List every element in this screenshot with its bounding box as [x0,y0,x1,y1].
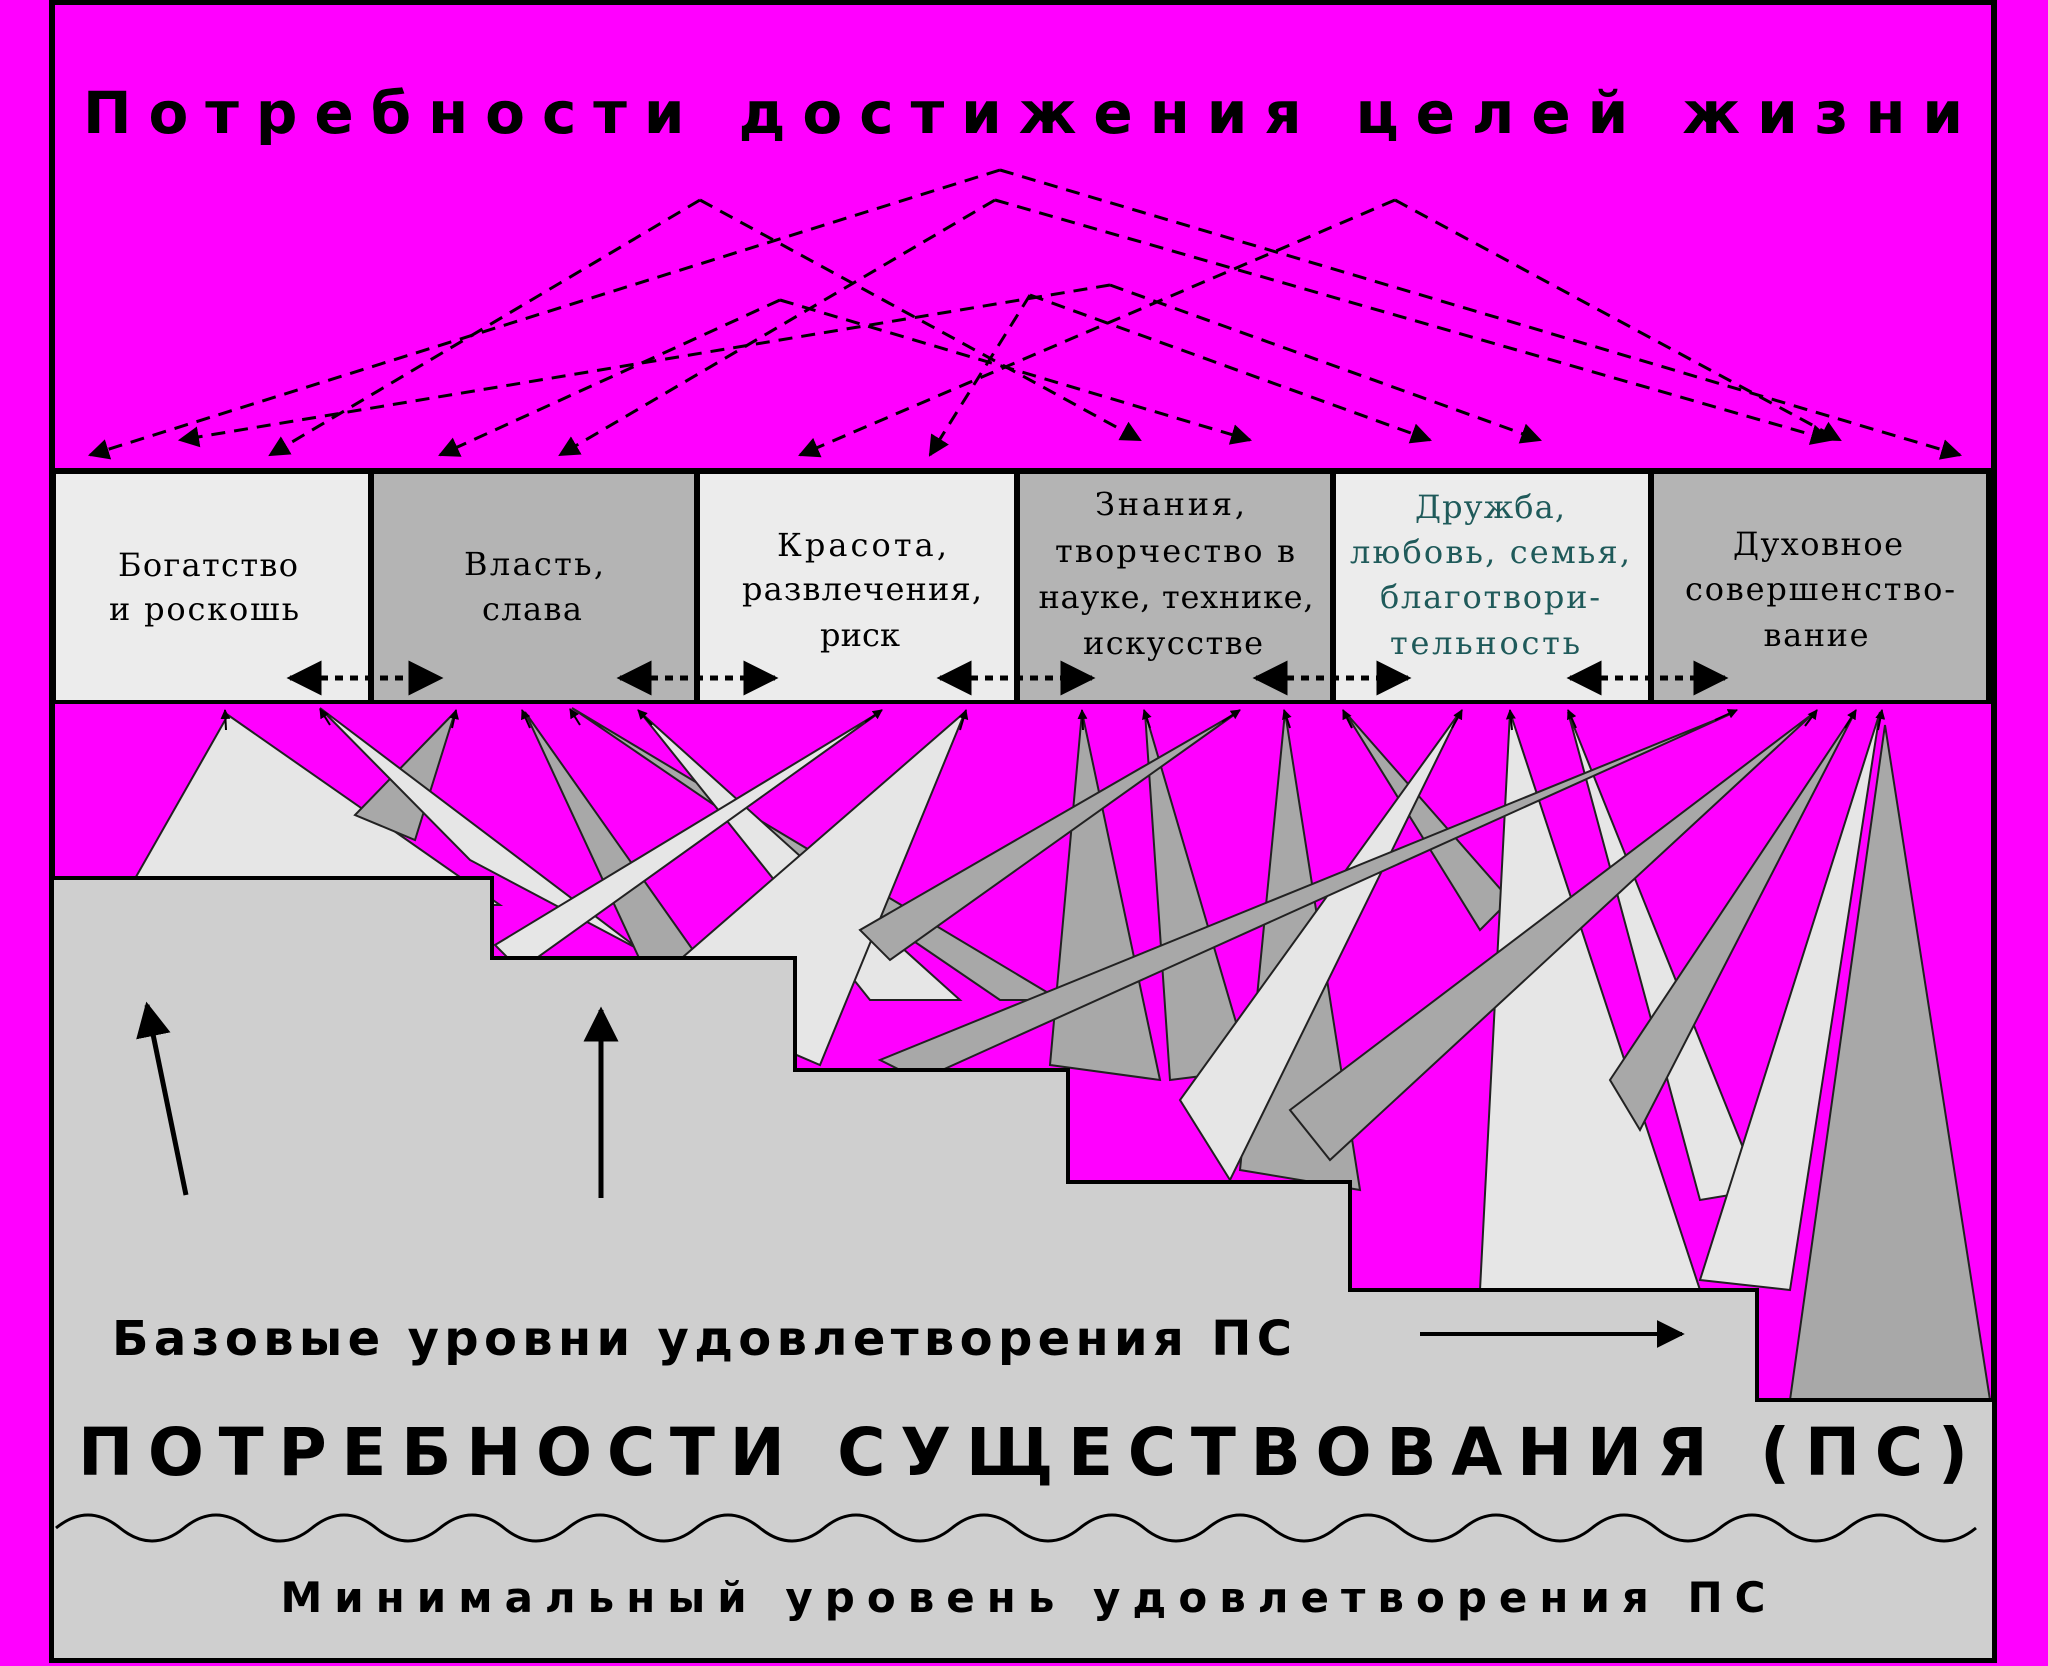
needle-tip-arrow [319,708,331,726]
dashed-arrow [1029,293,1432,444]
goal-label-line: Духовное [1733,525,1903,563]
goal-label-line: Красота, [777,526,947,564]
needle-tip-arrow [864,709,883,723]
goal-label-line: слава [482,590,582,628]
goal-label-line: риск [820,616,900,654]
goal-label-line: и роскошь [109,590,299,628]
needle-tip-arrow [1875,709,1886,731]
needle [1608,711,1856,1133]
goal-box-5-text: Дружба, любовь, семья, благотвори- тельн… [1350,488,1630,662]
dashed-arrow [268,198,701,457]
goal-label-line: развлечения, [742,570,982,608]
top-title: Потребности достижения целей жизни [83,79,1963,147]
needle-tip-arrow [569,708,581,726]
goal-label-line: Богатство [118,546,298,584]
goal-label-line: Власть, [464,545,604,583]
needle-tip-arrow [220,709,231,731]
dashed-arrow [798,198,1396,458]
needle-tip-arrow [1221,709,1241,723]
goal-label-line: искусстве [1083,624,1263,662]
dashed-arrow [779,298,1253,445]
goal-label-line: Дружба, [1415,488,1565,526]
needle-tip-arrow [1077,709,1088,731]
dashed-arrow [1109,283,1542,444]
goal-label-line: Знания, [1095,485,1245,523]
needle-tip-arrow [449,709,459,729]
goal-box-6-text: Духовное совершенство- вание [1685,525,1955,654]
goal-label-line: тельность [1390,624,1580,662]
needle-tip-arrow [958,709,969,731]
needle [1698,711,1881,1292]
needle [1178,711,1461,1183]
needle [1344,711,1512,932]
needle-tip-arrow [1142,709,1152,729]
wavy-divider [55,1513,1977,1543]
up-arrow-left [136,1001,189,1196]
needle [858,711,1239,962]
needle [319,707,641,951]
needle-tip-arrow [1342,709,1353,729]
dashed-arrow [994,198,1833,445]
dashed-arrow [558,198,996,457]
base-levels-label: Базовые уровни удовлетворения ПС [112,1311,1292,1367]
needle-tip-arrow [1844,709,1857,729]
needle-tip-arrow [1282,709,1292,729]
needle [1288,711,1816,1162]
goal-box-1-text: Богатство и роскошь [109,546,299,628]
goal-label-line: науке, технике, [1039,578,1314,616]
needle-tip-arrow [1451,709,1463,729]
needle-tip-arrow [637,709,653,726]
goal-box-4-text: Знания, творчество в науке, технике, иск… [1039,485,1314,662]
needle-tip-arrow [521,709,531,729]
needle-tip-arrow [1714,709,1738,721]
dashed-arrow [928,294,1032,457]
goal-box-1 [56,474,368,700]
goal-box-3-text: Красота, развлечения, риск [742,526,982,654]
needle-tip-arrows [220,708,1886,731]
needle-tip-arrow [1804,709,1818,727]
existence-needs-label: ПОТРЕБНОСТИ СУЩЕСТВОВАНИЯ (ПС) [78,1414,1968,1491]
goal-label-line: вание [1764,616,1869,654]
dashed-goal-arrows [87,168,1963,460]
goal-boxes: Богатство и роскошь Власть, слава Красот… [52,468,1992,704]
dashed-arrow [1394,198,1842,442]
dashed-arrow [87,168,1001,460]
goal-label-line: любовь, семья, [1350,533,1630,571]
needle-tip-arrow [1567,709,1577,729]
dashed-arrow [699,198,1142,442]
needle-tip-arrow [1505,709,1516,731]
goal-label-line: благотвори- [1380,578,1600,616]
base-levels-staircase [50,876,1996,1662]
goal-label-line: творчество в [1055,532,1295,570]
dashed-arrow [999,168,1963,460]
goal-box-2 [374,474,694,700]
goal-label-line: совершенство- [1685,570,1955,608]
goal-box-2-text: Власть, слава [464,545,604,628]
dashed-arrow [438,298,781,457]
